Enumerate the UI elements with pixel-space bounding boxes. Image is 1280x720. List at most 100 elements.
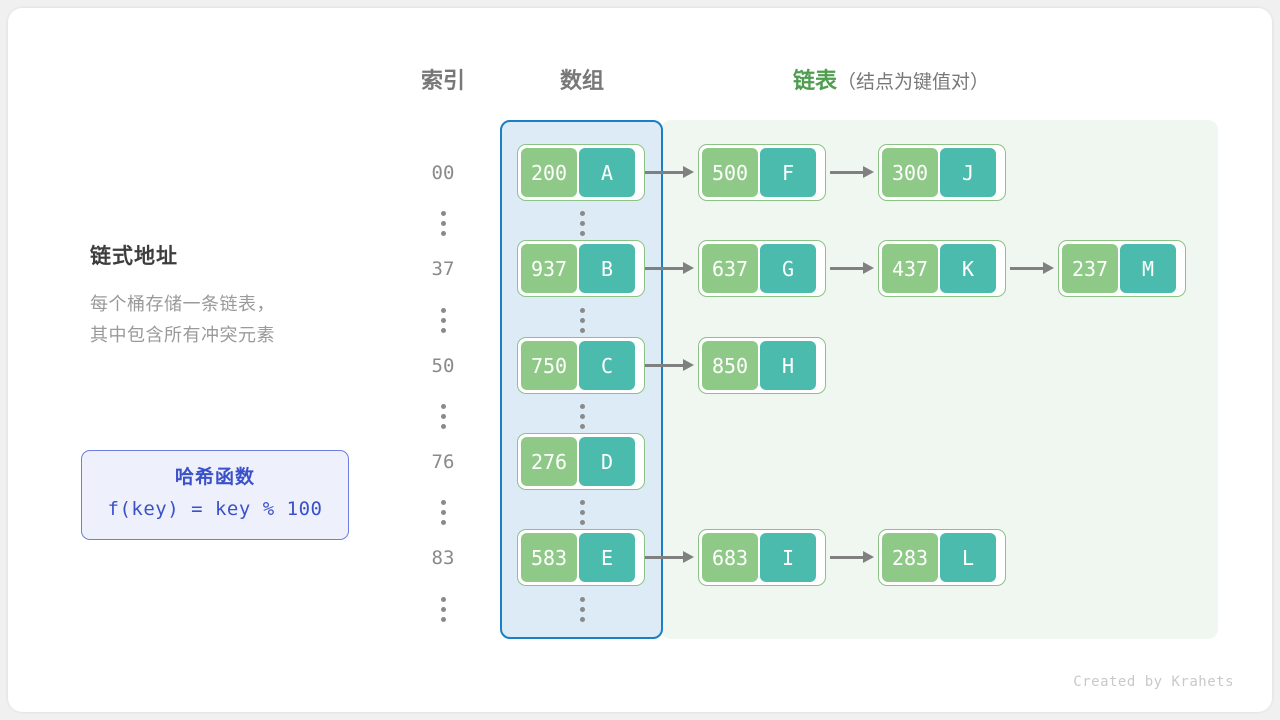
array-ellipsis bbox=[575, 211, 589, 236]
arrow-shaft bbox=[645, 171, 684, 174]
ellipsis-dot bbox=[579, 617, 585, 622]
ellipsis-dot bbox=[440, 520, 446, 525]
bucket-index-label: 37 bbox=[431, 258, 455, 280]
ellipsis-dot bbox=[579, 221, 585, 226]
index-ellipsis bbox=[436, 404, 450, 429]
ellipsis-dot bbox=[579, 231, 585, 236]
index-ellipsis bbox=[436, 500, 450, 525]
arrow-head bbox=[863, 262, 874, 274]
arrow-head bbox=[683, 166, 694, 178]
ellipsis-dot bbox=[579, 404, 585, 409]
ellipsis-dot bbox=[440, 308, 446, 313]
arrow-head bbox=[683, 551, 694, 563]
node-key: 200 bbox=[521, 148, 577, 197]
node-key: 500 bbox=[702, 148, 758, 197]
header-linked-list-sub: （结点为键值对） bbox=[837, 72, 990, 93]
header-linked-list: 链表（结点为键值对） bbox=[793, 63, 989, 95]
ellipsis-dot bbox=[579, 328, 585, 333]
node-value: D bbox=[579, 437, 635, 486]
ellipsis-dot bbox=[579, 211, 585, 216]
ellipsis-dot bbox=[579, 520, 585, 525]
arrow-shaft bbox=[830, 267, 864, 270]
header-array: 数组 bbox=[559, 68, 604, 93]
next-pointer-arrow bbox=[830, 551, 874, 563]
index-ellipsis bbox=[436, 597, 450, 622]
hash-function-title: 哈希函数 bbox=[174, 467, 255, 488]
node-key: 637 bbox=[702, 244, 758, 293]
bucket-index-label: 00 bbox=[431, 162, 455, 184]
ellipsis-dot bbox=[440, 318, 446, 323]
next-pointer-arrow bbox=[1010, 262, 1054, 274]
ellipsis-dot bbox=[579, 414, 585, 419]
ellipsis-dot bbox=[579, 510, 585, 515]
header-index: 索引 bbox=[420, 68, 465, 93]
ellipsis-dot bbox=[579, 318, 585, 323]
node-value: B bbox=[579, 244, 635, 293]
arrow-shaft bbox=[1010, 267, 1044, 270]
panel-description-line-2: 其中包含所有冲突元素 bbox=[90, 325, 275, 345]
panel-title: 链式地址 bbox=[90, 245, 178, 268]
array-ellipsis bbox=[575, 500, 589, 525]
node-key: 237 bbox=[1062, 244, 1118, 293]
node-value: K bbox=[940, 244, 996, 293]
node-key: 750 bbox=[521, 341, 577, 390]
node-value: I bbox=[760, 533, 816, 582]
next-pointer-arrow bbox=[645, 551, 694, 563]
next-pointer-arrow bbox=[830, 166, 874, 178]
panel-description: 每个桶存储一条链表， 其中包含所有冲突元素 bbox=[90, 289, 275, 351]
bucket-index-label: 50 bbox=[431, 355, 455, 377]
next-pointer-arrow bbox=[645, 262, 694, 274]
footer-credit: Created by Krahets bbox=[1073, 674, 1234, 690]
arrow-head bbox=[863, 166, 874, 178]
ellipsis-dot bbox=[440, 231, 446, 236]
node-value: F bbox=[760, 148, 816, 197]
arrow-shaft bbox=[830, 171, 864, 174]
ellipsis-dot bbox=[579, 424, 585, 429]
next-pointer-arrow bbox=[645, 359, 694, 371]
node-value: H bbox=[760, 341, 816, 390]
arrow-shaft bbox=[645, 364, 684, 367]
node-key: 276 bbox=[521, 437, 577, 486]
arrow-shaft bbox=[645, 267, 684, 270]
arrow-shaft bbox=[645, 556, 684, 559]
node-key: 283 bbox=[882, 533, 938, 582]
node-value: M bbox=[1120, 244, 1176, 293]
ellipsis-dot bbox=[440, 221, 446, 226]
node-key: 937 bbox=[521, 244, 577, 293]
node-key: 583 bbox=[521, 533, 577, 582]
node-value: J bbox=[940, 148, 996, 197]
next-pointer-arrow bbox=[830, 262, 874, 274]
ellipsis-dot bbox=[440, 597, 446, 602]
ellipsis-dot bbox=[579, 500, 585, 505]
index-ellipsis bbox=[436, 308, 450, 333]
arrow-head bbox=[683, 359, 694, 371]
index-ellipsis bbox=[436, 211, 450, 236]
ellipsis-dot bbox=[440, 211, 446, 216]
node-value: C bbox=[579, 341, 635, 390]
ellipsis-dot bbox=[440, 617, 446, 622]
hash-function-box: 哈希函数 f(key) = key % 100 bbox=[81, 450, 349, 540]
bucket-index-label: 76 bbox=[431, 451, 455, 473]
panel-description-line-1: 每个桶存储一条链表， bbox=[90, 294, 275, 314]
arrow-head bbox=[683, 262, 694, 274]
node-value: E bbox=[579, 533, 635, 582]
hash-function-formula: f(key) = key % 100 bbox=[107, 498, 323, 520]
array-ellipsis bbox=[575, 597, 589, 622]
ellipsis-dot bbox=[440, 404, 446, 409]
ellipsis-dot bbox=[579, 607, 585, 612]
diagram-canvas: 索引 数组 链表（结点为键值对） 链式地址 每个桶存储一条链表， 其中包含所有冲… bbox=[8, 8, 1272, 712]
next-pointer-arrow bbox=[645, 166, 694, 178]
